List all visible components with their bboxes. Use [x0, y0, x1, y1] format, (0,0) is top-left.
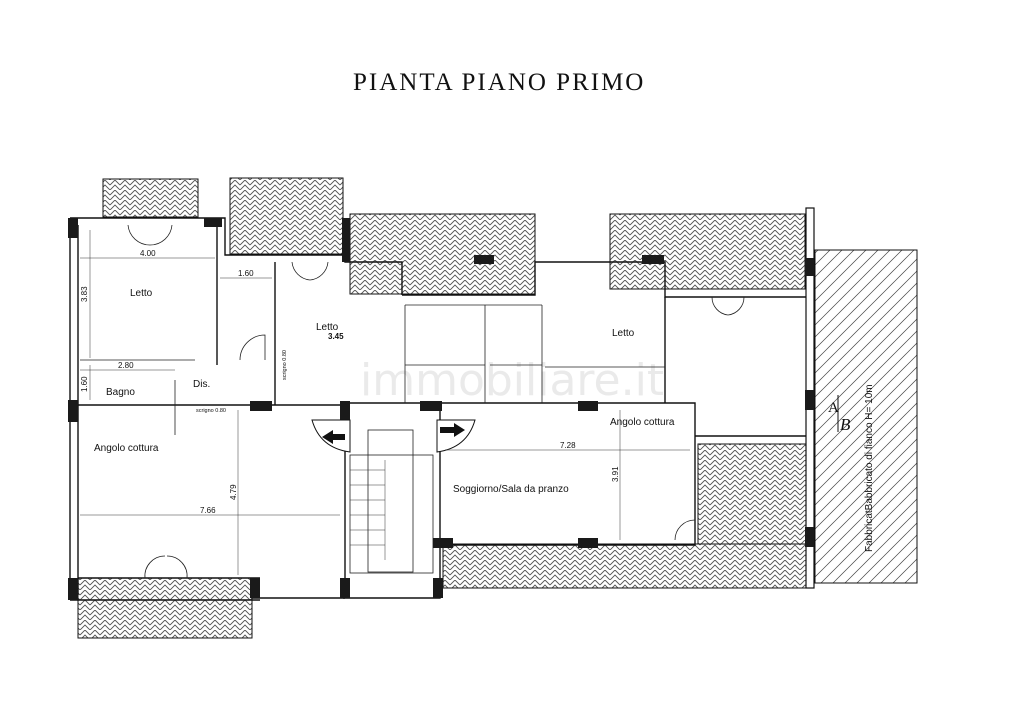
- neighbor-label: FabbricatBabbricato di fianco H= 10m: [864, 384, 875, 552]
- terrace-top-left: [102, 178, 199, 218]
- dimension-345: 3.45: [328, 332, 344, 341]
- section-mark-a: A: [828, 400, 841, 416]
- dimension-lines: [80, 230, 690, 575]
- room-label-soggiorno: Soggiorno/Sala da pranzo: [453, 484, 569, 495]
- columns: [68, 218, 814, 600]
- note-scrigno-2: scrigno 0.80: [196, 408, 226, 414]
- doors: [127, 224, 745, 579]
- terrace-mid: [349, 213, 536, 295]
- room-label-letto-2: Letto: [316, 322, 339, 333]
- dimension-280: 2.80: [118, 361, 134, 370]
- dimension-400: 4.00: [140, 249, 156, 258]
- walls: [69, 217, 806, 601]
- room-label-bagno: Bagno: [106, 387, 135, 398]
- terrace-bottom-right: [442, 543, 807, 589]
- note-scrigno-1: scrigno 0.80: [282, 350, 288, 380]
- terrace-bottom-left: [77, 577, 253, 639]
- watermark: immobiliare.it: [360, 355, 664, 406]
- terrace-top-center: [229, 177, 344, 255]
- section-mark-b: B: [840, 415, 852, 434]
- room-label-angolo-cottura-1: Angolo cottura: [94, 443, 159, 454]
- entrance-arrows: [311, 419, 476, 453]
- room-label-dis: Dis.: [193, 379, 210, 390]
- dimension-391: 3.91: [611, 466, 620, 482]
- neighbor-building: FabbricatBabbricato di fianco H= 10m A B: [805, 207, 918, 589]
- terrace-top-right: [609, 213, 806, 290]
- terrace-right: [697, 443, 807, 545]
- dimension-728: 7.28: [560, 441, 576, 450]
- dimension-766: 7.66: [200, 506, 216, 515]
- room-label-letto-1: Letto: [130, 288, 153, 299]
- room-label-angolo-cottura-2: Angolo cottura: [610, 417, 675, 428]
- terraces: [77, 177, 807, 639]
- stair-steps: [350, 469, 385, 546]
- dimension-479: 4.79: [229, 484, 238, 500]
- dimension-160-a: 1.60: [238, 269, 254, 278]
- dimension-160-b: 1.60: [80, 376, 89, 392]
- plan-title: PIANTA PIANO PRIMO: [353, 69, 645, 96]
- room-label-letto-3: Letto: [612, 328, 635, 339]
- dimension-383: 3.83: [80, 286, 89, 302]
